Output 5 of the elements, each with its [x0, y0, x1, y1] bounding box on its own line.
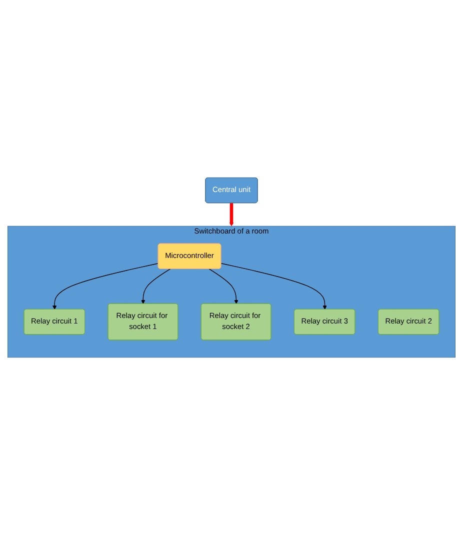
arrow	[229, 203, 234, 227]
arrow	[208, 269, 238, 304]
arrow	[141, 269, 171, 304]
arrow	[52, 263, 159, 310]
arrow	[220, 263, 327, 310]
